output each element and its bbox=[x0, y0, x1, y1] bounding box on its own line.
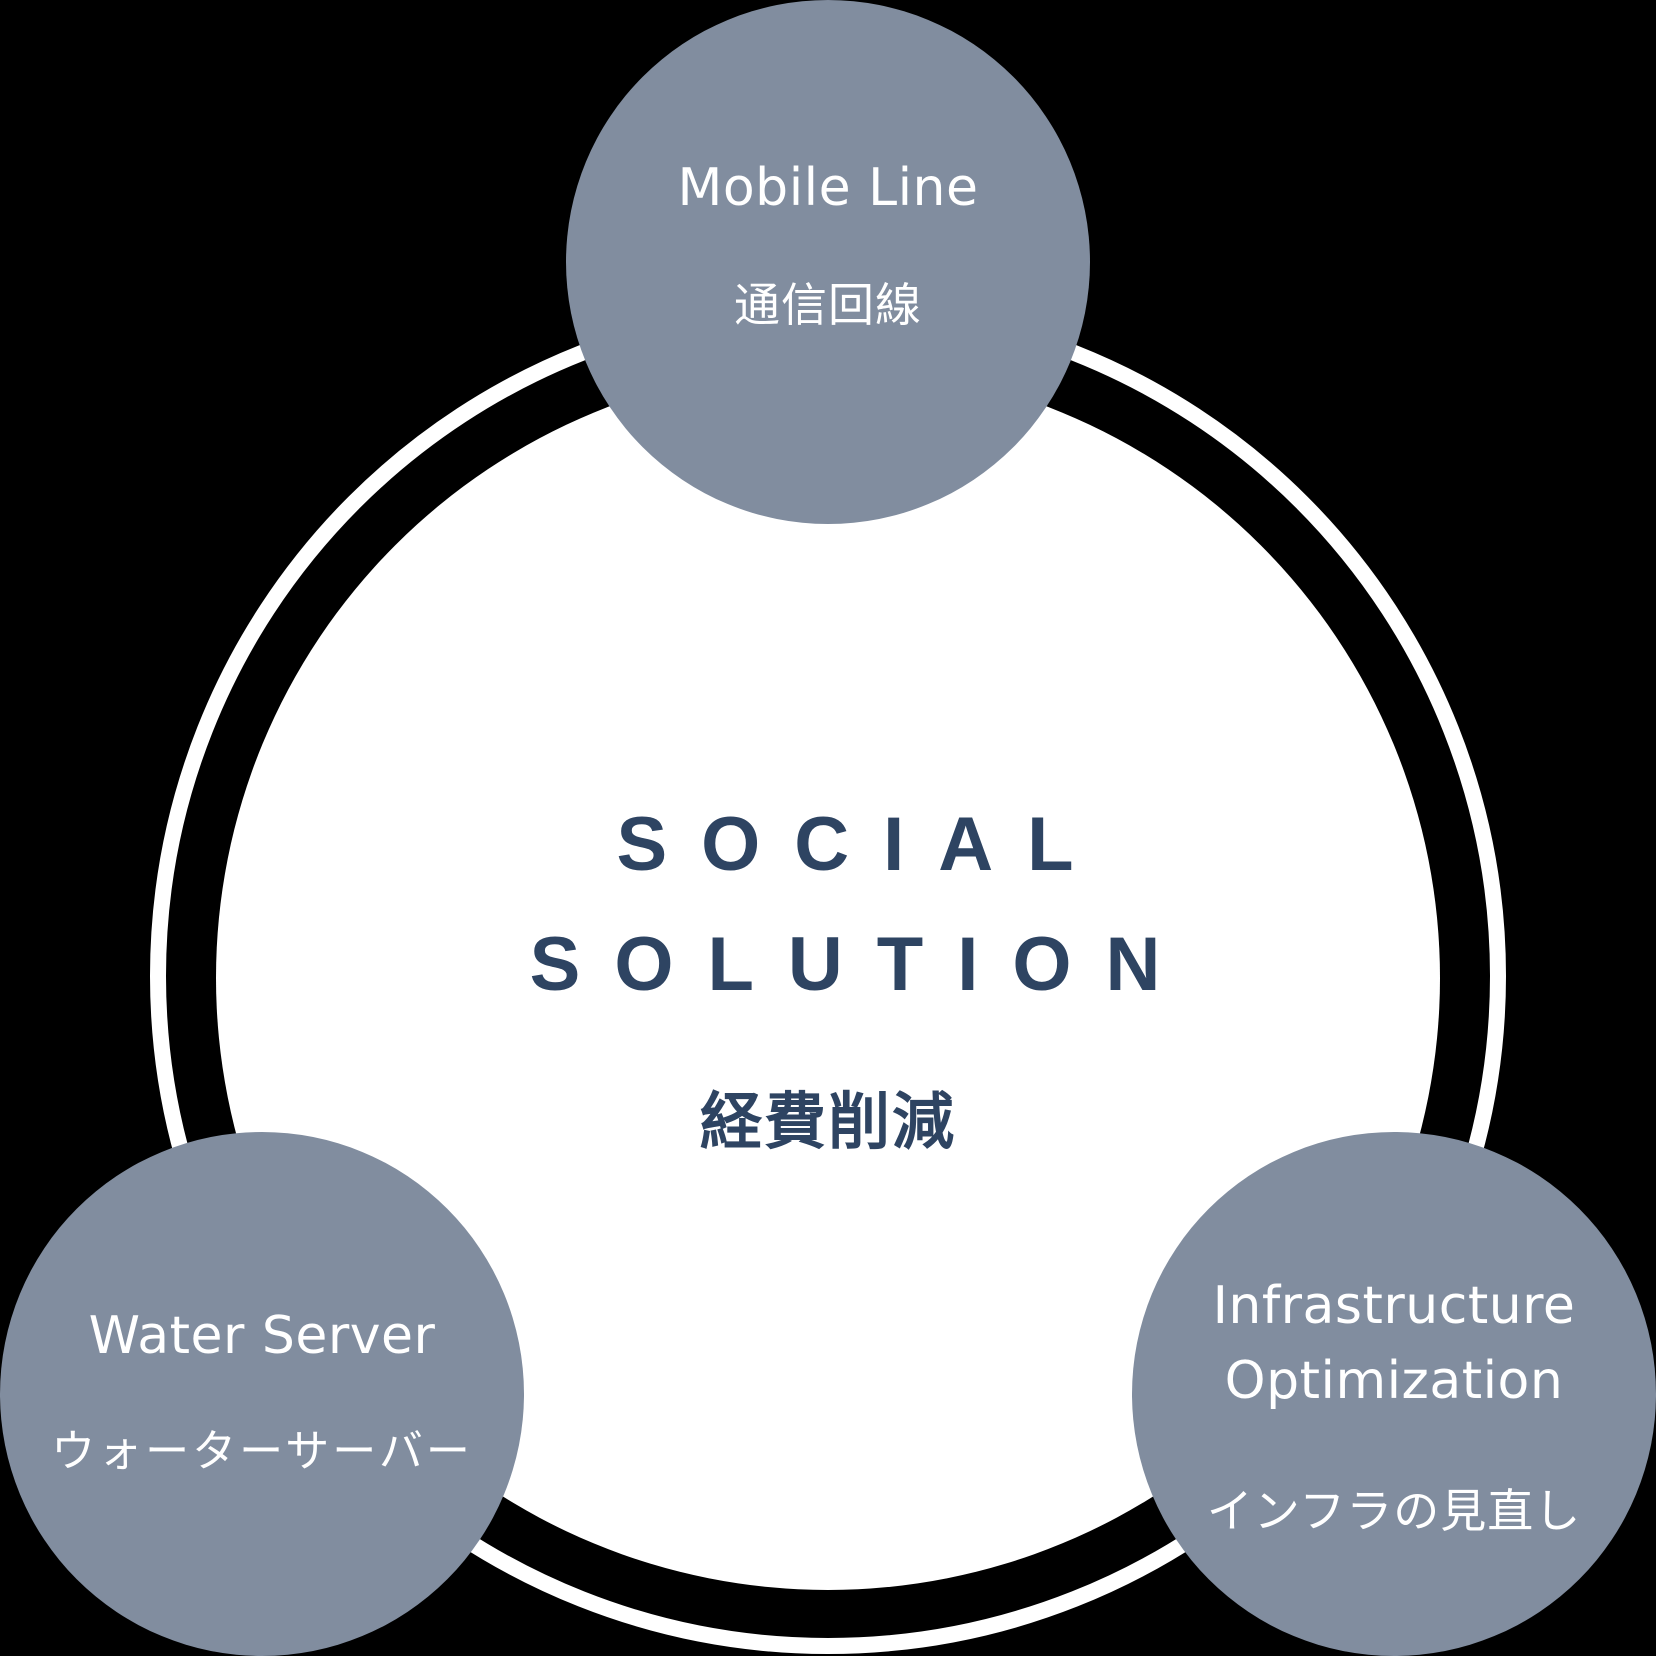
node-label-ja: 通信回線 bbox=[733, 278, 922, 333]
node-label-en-line-1: Infrastructure bbox=[1212, 1276, 1576, 1337]
center-title: SOCIAL SOLUTION bbox=[216, 785, 1474, 1025]
node-label-ja: ウォーターサーバー bbox=[51, 1426, 473, 1478]
center-subtitle: 経費削減 bbox=[699, 1085, 956, 1158]
node-label-en-line-2: Optimization bbox=[1224, 1351, 1564, 1412]
node-label-ja: インフラの見直し bbox=[1206, 1483, 1582, 1538]
node-infrastructure-optimization: Infrastructure Optimization インフラの見直し bbox=[1132, 1132, 1656, 1656]
node-label-en: Water Server bbox=[88, 1305, 436, 1366]
center-title-line-2: SOLUTION bbox=[529, 922, 1195, 1007]
node-mobile-line: Mobile Line 通信回線 bbox=[566, 0, 1090, 524]
center-title-line-1: SOCIAL bbox=[616, 802, 1108, 887]
node-water-server: Water Server ウォーターサーバー bbox=[0, 1132, 524, 1656]
node-label-en: Mobile Line bbox=[677, 157, 979, 218]
